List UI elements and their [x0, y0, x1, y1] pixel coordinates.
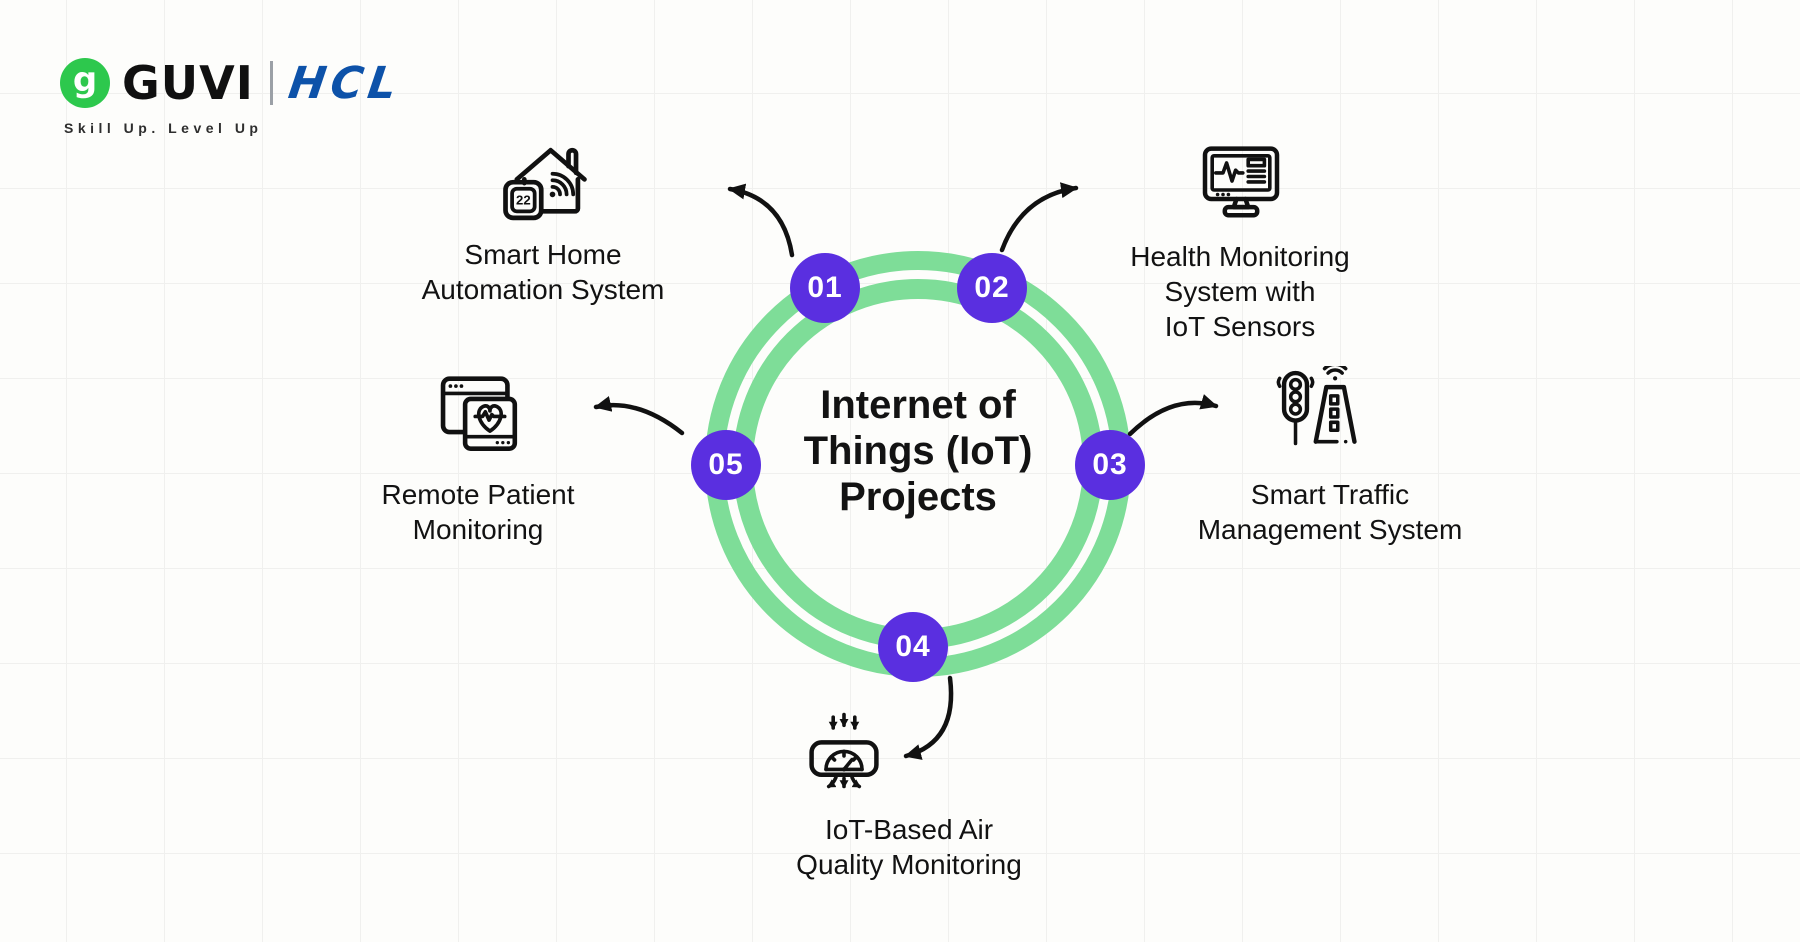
logo-divider [269, 61, 273, 105]
guvi-logo-icon: g [60, 58, 110, 108]
title-line: Things (IoT) [803, 429, 1033, 473]
hcl-wordmark: HCL [285, 57, 405, 109]
arrow-to-smart-traffic [1127, 394, 1219, 437]
guvi-wordmark: GUVI [122, 56, 254, 110]
arrow-to-remote-patient [593, 396, 685, 436]
air-quality-label: IoT-Based Air Quality Monitoring [796, 814, 1022, 880]
remote-patient-icon [432, 364, 524, 456]
health-monitor-icon [1196, 136, 1286, 226]
smart-traffic-label: Smart Traffic Management System [1197, 479, 1463, 545]
remote-patient-label: Remote Patient Monitoring [381, 479, 575, 545]
guvi-mark-letter: g [72, 60, 98, 100]
air-quality-icon [799, 710, 889, 800]
page-title: Internet of Things (IoT) Projects [768, 382, 1068, 520]
step-badge-02: 02 [957, 253, 1027, 323]
title-line: Internet of [820, 383, 1016, 427]
health-monitor-label: Health Monitoring System with IoT Sensor… [1130, 241, 1350, 342]
step-badge-01: 01 [790, 253, 860, 323]
brand-tagline: Skill Up. Level Up [64, 120, 263, 136]
arrow-to-smart-home [727, 183, 795, 258]
smart-traffic-icon [1270, 362, 1358, 454]
step-badge-05: 05 [691, 430, 761, 500]
step-badge-03: 03 [1075, 430, 1145, 500]
smart-home-label: Smart Home Automation System [421, 239, 665, 305]
arrow-to-air-quality [903, 675, 954, 760]
smart-home-icon: 22 [498, 138, 592, 232]
brand-logo: g GUVI HCL [60, 56, 405, 110]
step-badge-04: 04 [878, 612, 948, 682]
title-line: Projects [839, 475, 997, 519]
thermostat-value: 22 [516, 193, 531, 208]
